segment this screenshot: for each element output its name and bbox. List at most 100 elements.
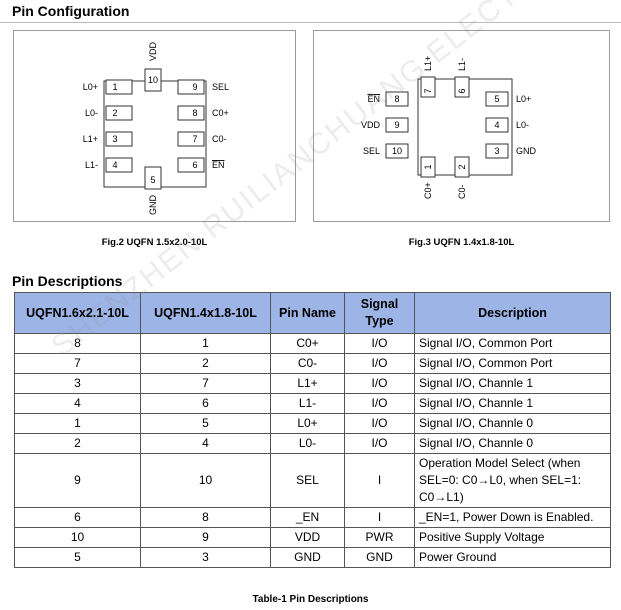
fig2-left-label: L0+ bbox=[83, 82, 98, 92]
fig2-right-num: 6 bbox=[192, 160, 197, 170]
fig3-bottom-label: C0+ bbox=[423, 182, 433, 199]
fig3-right-num: 3 bbox=[494, 146, 499, 156]
fig2-right-num: 8 bbox=[192, 108, 197, 118]
table-cell: Power Ground bbox=[414, 547, 611, 568]
table-header: Pin Name bbox=[270, 292, 345, 334]
fig2-right-label: SEL bbox=[212, 82, 229, 92]
table-cell: 5 bbox=[14, 547, 141, 568]
fig3-top-num: 6 bbox=[457, 88, 467, 93]
fig2-left-label: L0- bbox=[85, 108, 98, 118]
table-cell: I/O bbox=[344, 333, 415, 354]
fig3-caption: Fig.3 UQFN 1.4x1.8-10L bbox=[408, 237, 515, 248]
fig2-left-pad bbox=[105, 79, 133, 95]
table-cell: 7 bbox=[140, 373, 271, 394]
table-cell: C0- bbox=[270, 353, 345, 374]
fig3-left-label: VDD bbox=[361, 120, 381, 130]
table-cell: 6 bbox=[140, 393, 271, 414]
fig3-left-num: 8 bbox=[394, 94, 399, 104]
fig2-left-label: L1- bbox=[85, 160, 98, 170]
table-cell: 10 bbox=[14, 527, 141, 548]
fig2-left-num: 4 bbox=[112, 160, 117, 170]
fig3-top-pad bbox=[420, 76, 436, 98]
table-cell: _EN bbox=[270, 507, 345, 528]
table-cell: 6 bbox=[14, 507, 141, 528]
fig3-bottom-label: C0- bbox=[457, 184, 467, 199]
fig2-right-label: EN bbox=[212, 160, 225, 170]
fig2-left-pad bbox=[105, 105, 133, 121]
table-cell: PWR bbox=[344, 527, 415, 548]
fig3-right-num: 4 bbox=[494, 120, 499, 130]
table-cell: VDD bbox=[270, 527, 345, 548]
table-cell: I/O bbox=[344, 433, 415, 454]
fig3-top-label: L1- bbox=[457, 58, 467, 71]
table-header: UQFN1.6x2.1-10L bbox=[14, 292, 141, 334]
fig3-bottom-pad bbox=[420, 156, 436, 178]
fig3-left-label: EN bbox=[367, 94, 380, 104]
table-cell: 10 bbox=[140, 453, 271, 508]
fig3-top-num: 7 bbox=[423, 88, 433, 93]
table-cell: C0+ bbox=[270, 333, 345, 354]
pin-config-heading: Pin Configuration bbox=[12, 3, 130, 19]
table-cell: I bbox=[344, 453, 415, 508]
table-cell: 4 bbox=[14, 393, 141, 414]
table-cell: Operation Model Select (when SEL=0: C0→L… bbox=[414, 453, 611, 508]
fig2-right-pad bbox=[177, 79, 205, 95]
table-cell: 9 bbox=[14, 453, 141, 508]
fig2-caption: Fig.2 UQFN 1.5x2.0-10L bbox=[101, 237, 208, 248]
fig2-right-label: C0- bbox=[212, 134, 227, 144]
fig2-right-num: 7 bbox=[192, 134, 197, 144]
table-cell: 5 bbox=[140, 413, 271, 434]
fig3-left-pad bbox=[385, 143, 409, 159]
table-cell: Signal I/O, Channle 0 bbox=[414, 413, 611, 434]
pin-desc-heading: Pin Descriptions bbox=[12, 273, 123, 289]
fig2-right-pad bbox=[177, 105, 205, 121]
table-cell: I bbox=[344, 507, 415, 528]
table-cell: 9 bbox=[140, 527, 271, 548]
fig3-left-num: 10 bbox=[392, 146, 402, 156]
table-cell: 8 bbox=[14, 333, 141, 354]
table-cell: 1 bbox=[14, 413, 141, 434]
fig3-right-pad bbox=[485, 143, 509, 159]
table-cell: 3 bbox=[14, 373, 141, 394]
table-cell: I/O bbox=[344, 413, 415, 434]
fig3-bottom-num: 2 bbox=[457, 164, 467, 169]
fig2-left-num: 1 bbox=[112, 82, 117, 92]
table-cell: 1 bbox=[140, 333, 271, 354]
fig3-right-label: GND bbox=[516, 146, 537, 156]
table-header: Signal Type bbox=[344, 292, 415, 334]
table-cell: 8 bbox=[140, 507, 271, 528]
fig3-right-pad bbox=[485, 117, 509, 133]
fig2-right-pad bbox=[177, 157, 205, 173]
fig3-bottom-num: 1 bbox=[423, 164, 433, 169]
fig2-top-label: VDD bbox=[148, 41, 158, 61]
table-cell: Signal I/O, Channle 1 bbox=[414, 373, 611, 394]
table-cell: 2 bbox=[14, 433, 141, 454]
table-cell: I/O bbox=[344, 373, 415, 394]
fig2-left-num: 2 bbox=[112, 108, 117, 118]
fig2-bottom-num: 5 bbox=[150, 175, 155, 185]
table-cell: Signal I/O, Common Port bbox=[414, 333, 611, 354]
fig3-bottom-pad bbox=[454, 156, 470, 178]
table-header: Description bbox=[414, 292, 611, 334]
table-cell: Signal I/O, Common Port bbox=[414, 353, 611, 374]
fig3-top-label: L1+ bbox=[423, 56, 433, 71]
table-cell: L1+ bbox=[270, 373, 345, 394]
table-cell: 7 bbox=[14, 353, 141, 374]
fig2-top-num: 10 bbox=[148, 75, 158, 85]
heading-rule bbox=[0, 22, 621, 23]
table-cell: _EN=1, Power Down is Enabled. bbox=[414, 507, 611, 528]
fig2-left-pad bbox=[105, 157, 133, 173]
fig2-left-pad bbox=[105, 131, 133, 147]
table-cell: GND bbox=[270, 547, 345, 568]
table-header: UQFN1.4x1.8-10L bbox=[140, 292, 271, 334]
